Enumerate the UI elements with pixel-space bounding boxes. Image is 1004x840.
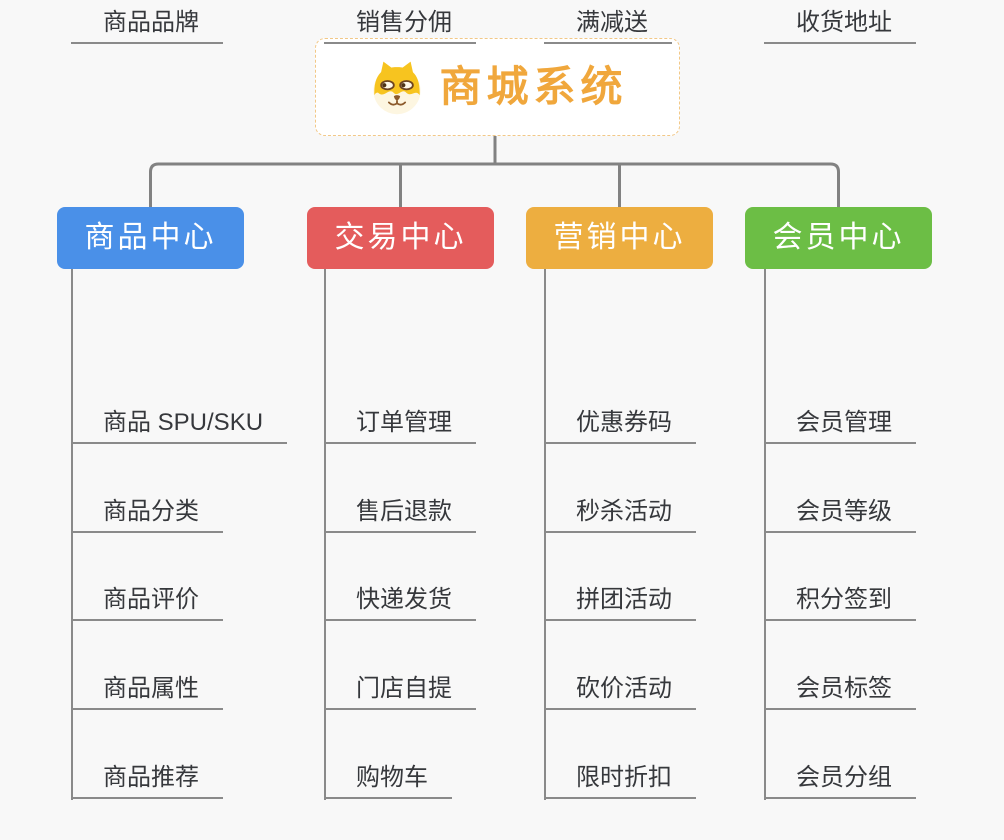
root-title: 商城系统 <box>439 63 628 110</box>
leaf-topic[interactable]: 满减送 <box>544 0 672 44</box>
leaf-label: 销售分佣 <box>356 9 452 37</box>
bus-line <box>149 162 840 207</box>
branch-children-members: 会员管理 会员等级 积分签到 会员标签 会员分组 收货地址 <box>764 0 1004 840</box>
leaf-topic[interactable]: 商品分类 <box>71 489 223 533</box>
leaf-topic[interactable]: 售后退款 <box>324 489 476 533</box>
leaf-topic[interactable]: 砍价活动 <box>544 666 696 710</box>
leaf-label: 商品分类 <box>103 498 199 526</box>
branch-topic-products[interactable]: 商品中心 <box>57 207 244 269</box>
leaf-label: 优惠券码 <box>576 409 672 437</box>
leaf-topic[interactable]: 商品品牌 <box>71 0 223 44</box>
branch-children-products: 商品 SPU/SKU 商品分类 商品评价 商品属性 商品推荐 商品品牌 <box>71 0 311 840</box>
leaf-topic[interactable]: 商品评价 <box>71 577 223 621</box>
leaf-label: 订单管理 <box>356 409 452 437</box>
root-branch-connectors <box>149 136 840 207</box>
branch-spine <box>324 269 326 800</box>
leaf-topic[interactable]: 会员等级 <box>764 489 916 533</box>
leaf-label: 商品推荐 <box>103 764 199 792</box>
branch-spine <box>71 269 73 800</box>
leaf-label: 售后退款 <box>356 498 452 526</box>
leaf-label: 商品 SPU/SKU <box>103 409 264 437</box>
leaf-topic[interactable]: 会员管理 <box>764 400 916 444</box>
leaf-topic[interactable]: 会员标签 <box>764 666 916 710</box>
leaf-topic[interactable]: 优惠券码 <box>544 400 696 444</box>
leaf-label: 会员分组 <box>796 764 892 792</box>
leaf-topic[interactable]: 商品属性 <box>71 666 223 710</box>
leaf-topic[interactable]: 限时折扣 <box>544 755 696 799</box>
dog-face-icon <box>373 61 422 115</box>
branch-topic-members[interactable]: 会员中心 <box>745 207 932 269</box>
leaf-topic[interactable]: 拼团活动 <box>544 577 696 621</box>
leaf-topic[interactable]: 秒杀活动 <box>544 489 696 533</box>
leaf-topic[interactable]: 购物车 <box>324 755 452 799</box>
leaf-topic[interactable]: 快递发货 <box>324 577 476 621</box>
branch-label: 交易中心 <box>334 221 467 254</box>
leaf-topic[interactable]: 订单管理 <box>324 400 476 444</box>
leaf-label: 会员管理 <box>796 409 892 437</box>
leaf-label: 满减送 <box>576 9 648 37</box>
leaf-label: 会员标签 <box>796 675 892 703</box>
leaf-topic[interactable]: 收货地址 <box>764 0 916 44</box>
leaf-label: 限时折扣 <box>576 764 672 792</box>
leaf-label: 积分签到 <box>796 586 892 614</box>
branch-label: 营销中心 <box>553 221 686 254</box>
leaf-topic[interactable]: 积分签到 <box>764 577 916 621</box>
branch-children-trade: 订单管理 售后退款 快递发货 门店自提 购物车 销售分佣 <box>324 0 564 840</box>
leaf-label: 收货地址 <box>796 9 892 37</box>
branch-spine <box>544 269 546 800</box>
leaf-label: 拼团活动 <box>576 586 672 614</box>
leaf-topic[interactable]: 商品 SPU/SKU <box>71 400 288 444</box>
leaf-topic[interactable]: 门店自提 <box>324 666 476 710</box>
leaf-label: 商品属性 <box>103 675 199 703</box>
leaf-topic[interactable]: 销售分佣 <box>324 0 476 44</box>
branch-label: 会员中心 <box>772 221 905 254</box>
root-topic[interactable]: 商城系统 <box>315 38 680 136</box>
branch-topic-marketing[interactable]: 营销中心 <box>526 207 713 269</box>
leaf-label: 门店自提 <box>356 675 452 703</box>
leaf-topic[interactable]: 会员分组 <box>764 755 916 799</box>
leaf-label: 砍价活动 <box>576 675 672 703</box>
branch-label: 商品中心 <box>84 221 217 254</box>
leaf-topic[interactable]: 商品推荐 <box>71 755 223 799</box>
leaf-label: 会员等级 <box>796 498 892 526</box>
leaf-label: 购物车 <box>356 764 428 792</box>
branch-topic-trade[interactable]: 交易中心 <box>307 207 494 269</box>
leaf-label: 秒杀活动 <box>576 498 672 526</box>
leaf-label: 商品品牌 <box>103 9 199 37</box>
leaf-label: 商品评价 <box>103 586 199 614</box>
branch-spine <box>764 269 766 800</box>
leaf-label: 快递发货 <box>356 586 452 614</box>
